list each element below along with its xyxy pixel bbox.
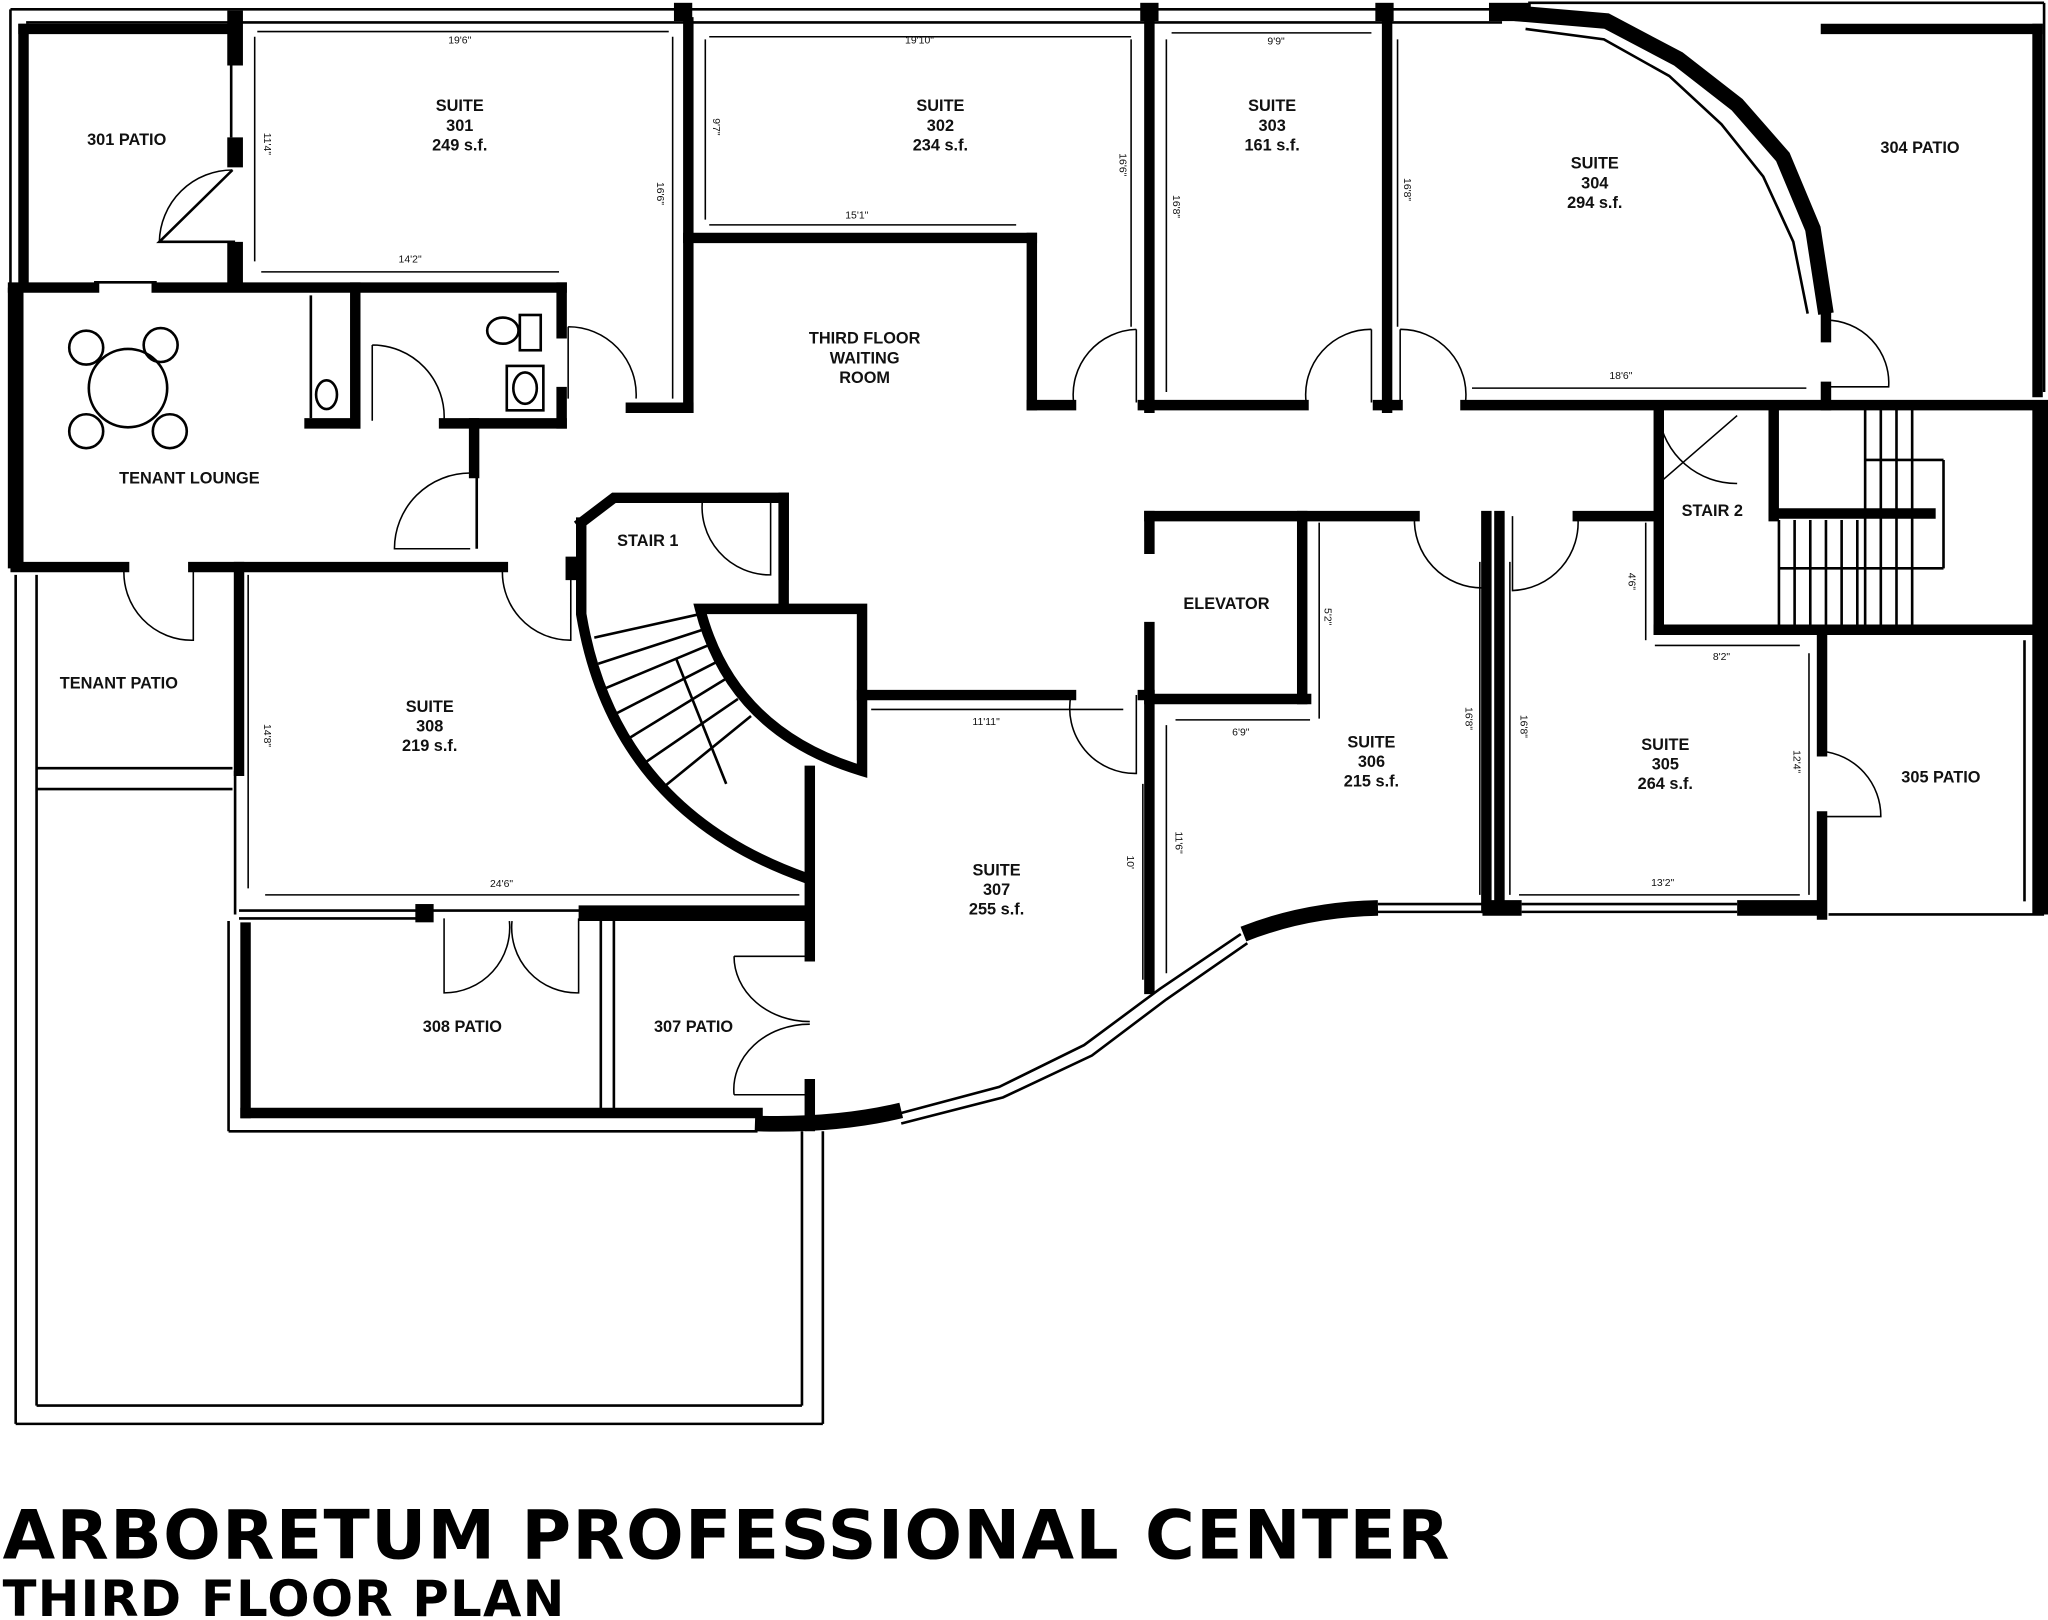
room-label-tenant-lounge: TENANT LOUNGE — [119, 469, 260, 487]
dim-label: 24'6" — [490, 879, 513, 890]
svg-text:303: 303 — [1259, 117, 1286, 135]
dim-label: 9'9" — [1267, 37, 1285, 48]
svg-text:306: 306 — [1358, 753, 1385, 771]
room-labels: 301 PATIO SUITE 301 249 s.f. SUITE 302 2… — [60, 97, 1981, 1036]
room-label-305-patio: 305 PATIO — [1901, 769, 1980, 787]
svg-text:249 s.f.: 249 s.f. — [432, 136, 487, 154]
dim-label: 19'10" — [905, 35, 934, 46]
room-label-suite-307: SUITE 307 255 s.f. — [969, 861, 1024, 918]
dim-label: 5'2" — [1321, 608, 1332, 626]
lounge-table — [67, 326, 189, 450]
room-label-suite-301: SUITE 301 249 s.f. — [432, 97, 487, 154]
svg-text:255 s.f.: 255 s.f. — [969, 900, 1024, 918]
svg-text:WAITING: WAITING — [830, 349, 900, 367]
dim-label: 11'6" — [1173, 831, 1184, 854]
room-label-waiting-room: THIRD FLOOR WAITING ROOM — [809, 330, 921, 387]
svg-text:305: 305 — [1652, 756, 1679, 774]
svg-text:264 s.f.: 264 s.f. — [1638, 775, 1693, 793]
dim-label: 16'8" — [1517, 715, 1528, 738]
dim-label: 4'6" — [1626, 573, 1637, 591]
dimension-labels: 19'6" 19'10" 9'9" 11'4" 16'6" 14'2" 9'7"… — [261, 35, 1801, 890]
room-label-suite-305: SUITE 305 264 s.f. — [1638, 736, 1693, 793]
dim-label: 16'6" — [1116, 153, 1127, 176]
svg-text:THIRD FLOOR: THIRD FLOOR — [809, 330, 921, 348]
svg-text:161 s.f.: 161 s.f. — [1244, 136, 1299, 154]
svg-text:SUITE: SUITE — [1248, 97, 1296, 115]
room-label-elevator: ELEVATOR — [1183, 595, 1269, 613]
svg-text:SUITE: SUITE — [973, 861, 1021, 879]
svg-text:SUITE: SUITE — [916, 97, 964, 115]
restroom-fixtures — [314, 313, 545, 412]
dim-label: 16'8" — [1462, 707, 1473, 730]
dimension-lines — [247, 30, 1810, 980]
plan-title: ARBORETUM PROFESSIONAL CENTER — [3, 1496, 1451, 1575]
room-label-307-patio: 307 PATIO — [654, 1018, 733, 1036]
room-label-suite-304: SUITE 304 294 s.f. — [1567, 155, 1622, 212]
dim-label: 14'8" — [261, 724, 272, 747]
dim-label: 10' — [1124, 855, 1135, 869]
stair-2-treads — [1777, 409, 1945, 625]
dim-label: 19'6" — [448, 35, 471, 46]
svg-text:294 s.f.: 294 s.f. — [1567, 194, 1622, 212]
dim-label: 9'7" — [710, 118, 721, 136]
svg-text:304: 304 — [1581, 174, 1608, 192]
dim-label: 11'11" — [972, 717, 1000, 728]
dim-label: 12'4" — [1790, 750, 1801, 773]
stair-1-treads — [594, 612, 752, 792]
svg-text:215 s.f.: 215 s.f. — [1344, 772, 1399, 790]
svg-text:302: 302 — [927, 117, 954, 135]
exterior-walls — [9, 1, 2046, 393]
svg-text:SUITE: SUITE — [1641, 736, 1689, 754]
svg-text:234 s.f.: 234 s.f. — [913, 136, 968, 154]
svg-text:SUITE: SUITE — [1347, 733, 1395, 751]
dim-label: 8'2" — [1713, 652, 1731, 663]
dim-label: 16'6" — [654, 182, 665, 205]
svg-text:SUITE: SUITE — [436, 97, 484, 115]
room-label-301-patio: 301 PATIO — [87, 131, 166, 149]
dim-label: 14'2" — [399, 255, 422, 266]
dim-label: 11'4" — [261, 133, 272, 156]
room-label-304-patio: 304 PATIO — [1880, 139, 1959, 157]
svg-text:SUITE: SUITE — [1571, 155, 1619, 173]
room-label-308-patio: 308 PATIO — [423, 1018, 502, 1036]
svg-text:307: 307 — [983, 881, 1010, 899]
room-label-suite-302: SUITE 302 234 s.f. — [913, 97, 968, 154]
svg-text:SUITE: SUITE — [406, 698, 454, 716]
dim-label: 13'2" — [1651, 878, 1674, 889]
svg-text:301: 301 — [446, 117, 473, 135]
room-label-suite-308: SUITE 308 219 s.f. — [402, 698, 457, 755]
dim-label: 16'8" — [1170, 195, 1181, 218]
svg-text:219 s.f.: 219 s.f. — [402, 737, 457, 755]
dim-label: 6'9" — [1232, 728, 1250, 739]
room-label-stair-2: STAIR 2 — [1682, 502, 1743, 520]
room-label-suite-303: SUITE 303 161 s.f. — [1244, 97, 1299, 154]
interior-walls — [7, 5, 2048, 1426]
dim-label: 16'8" — [1401, 178, 1412, 201]
door-301-patio — [156, 169, 236, 244]
svg-text:ROOM: ROOM — [839, 369, 890, 387]
room-label-stair-1: STAIR 1 — [617, 532, 678, 550]
room-label-suite-306: SUITE 306 215 s.f. — [1344, 733, 1399, 790]
room-label-tenant-patio: TENANT PATIO — [60, 675, 178, 693]
dim-label: 15'1" — [845, 210, 868, 221]
plan-subtitle: THIRD FLOOR PLAN — [3, 1570, 566, 1620]
doors — [123, 169, 1890, 1096]
svg-text:308: 308 — [416, 718, 443, 736]
dim-label: 18'6" — [1609, 371, 1632, 382]
